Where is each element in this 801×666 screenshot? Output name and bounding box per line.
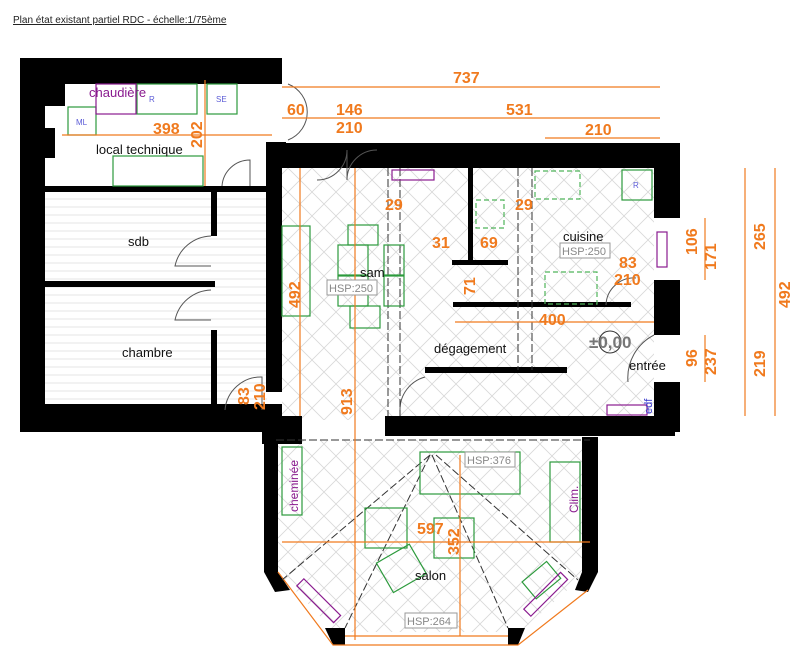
room-label-sdb: sdb — [128, 234, 149, 249]
salon-bay-outline — [277, 571, 589, 646]
dim-237: 237 — [703, 348, 720, 375]
hsp-sam: HSP:250 — [329, 283, 373, 295]
level-marker-circle — [598, 330, 622, 354]
dim-60: 60 — [287, 102, 305, 119]
label-ml: ML — [76, 118, 88, 127]
dim-146: 146 — [336, 102, 363, 119]
dim-219: 219 — [752, 350, 769, 377]
room-label-sam: sam — [360, 265, 385, 280]
dim-31: 31 — [432, 235, 450, 252]
hsp-box-salon-bottom — [404, 612, 458, 629]
dim-210-top-b: 210 — [585, 122, 612, 139]
dim-492-sam: 492 — [287, 281, 304, 308]
dim-171: 171 — [703, 243, 720, 270]
dim-265: 265 — [752, 223, 769, 250]
label-r-cuisine: R — [633, 181, 639, 190]
doors[interactable] — [174, 83, 655, 411]
dim-492-right: 492 — [777, 281, 794, 308]
hsp-box-sam — [326, 279, 378, 296]
radiators — [95, 83, 668, 624]
dim-210-cuisine: 210 — [614, 272, 641, 289]
dim-913: 913 — [339, 388, 356, 415]
label-clim: Clim. — [567, 486, 581, 513]
dim-597: 597 — [417, 521, 444, 538]
plank-floor-bedrooms — [45, 192, 267, 404]
walls — [20, 58, 680, 645]
dim-29-a: 29 — [385, 197, 403, 214]
dim-210-top-a: 210 — [336, 120, 363, 137]
hsp-salon-top: HSP:376 — [467, 455, 511, 467]
label-cheminee: cheminée — [287, 460, 301, 512]
hsp-salon-bottom: HSP:264 — [407, 616, 451, 628]
furniture — [67, 83, 653, 600]
hsp-box-cuisine — [559, 242, 611, 259]
room-label-cuisine: cuisine — [563, 229, 603, 244]
dim-737: 737 — [453, 70, 480, 87]
dim-352: 352 — [446, 528, 463, 555]
dim-83-cuisine: 83 — [619, 255, 637, 272]
dim-210-chambre: 210 — [252, 383, 269, 410]
dim-106: 106 — [684, 228, 701, 255]
label-edf: edf — [643, 398, 655, 414]
label-se: SE — [216, 95, 227, 104]
dimension-lines — [62, 80, 776, 640]
dim-400: 400 — [539, 312, 566, 329]
dim-83-chambre: 83 — [236, 387, 253, 405]
dim-96: 96 — [684, 349, 701, 367]
plan-title: Plan état existant partiel RDC - échelle… — [13, 15, 227, 26]
dim-398: 398 — [153, 121, 180, 138]
dim-531: 531 — [506, 102, 533, 119]
room-label-degagement: dégagement — [434, 341, 507, 356]
dim-69: 69 — [480, 235, 498, 252]
room-label-chambre: chambre — [122, 345, 173, 360]
room-label-entree: entrée — [629, 358, 666, 373]
hsp-box-salon-top — [464, 451, 516, 468]
level-marker: ±0,00 — [589, 333, 631, 352]
dim-71: 71 — [462, 277, 479, 295]
room-label-local-technique: local technique — [96, 142, 183, 157]
structural-dashes — [276, 168, 590, 629]
room-label-salon: salon — [415, 568, 446, 583]
hsp-cuisine: HSP:250 — [562, 246, 606, 258]
label-r-local: R — [149, 95, 155, 104]
dim-202: 202 — [189, 121, 206, 148]
label-chaudiere: chaudière — [89, 85, 146, 100]
dim-29-b: 29 — [515, 197, 533, 214]
